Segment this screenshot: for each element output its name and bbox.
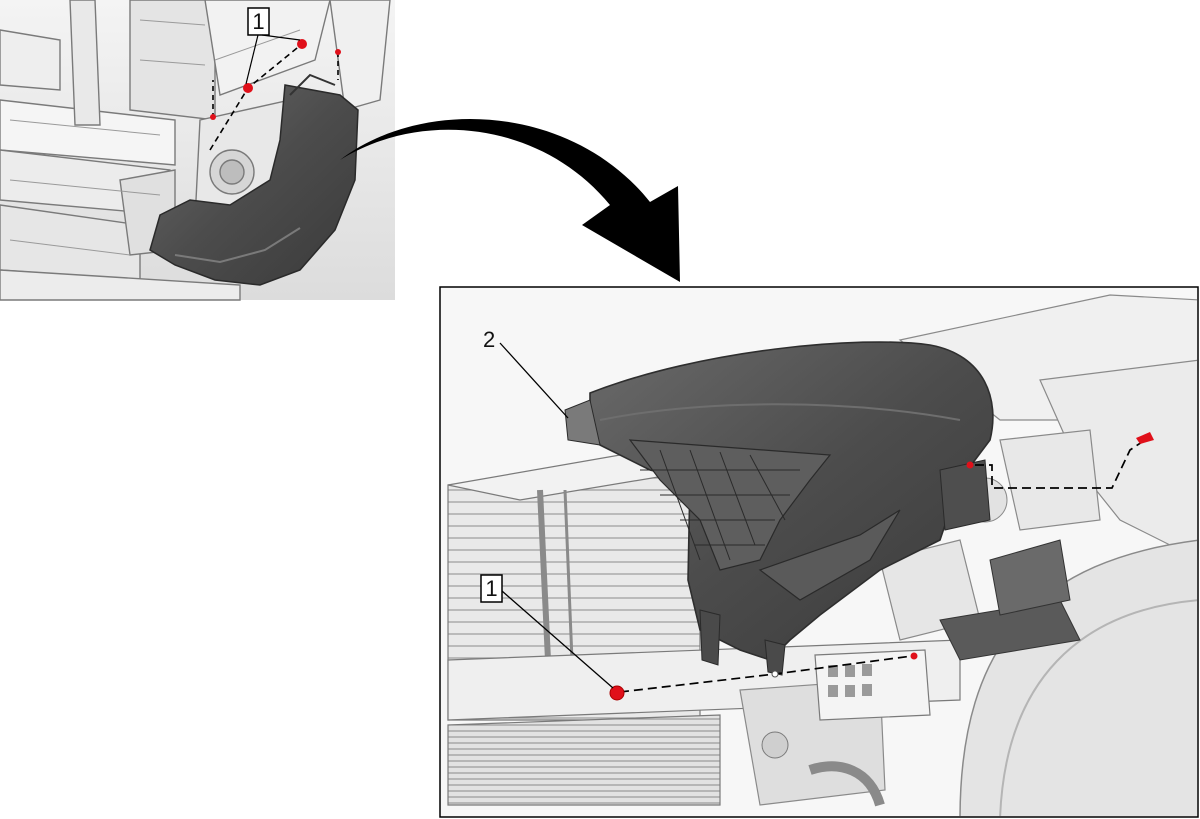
- mounting-bracket: [814, 649, 931, 721]
- callout-fastener-overview: 1: [245, 7, 301, 85]
- curved-arrow-icon: [340, 119, 680, 282]
- vehicle-front-structure: [0, 0, 391, 301]
- bolt-icon: [297, 39, 307, 49]
- bolt-icon: [210, 114, 216, 120]
- bolt-icon: [1136, 432, 1154, 444]
- overview-detail-lines: [9, 19, 301, 256]
- bolt-icon: [910, 652, 918, 660]
- detail-view: 2 1: [439, 286, 1199, 818]
- radiator-core: [447, 714, 721, 806]
- overview-view: 1: [0, 0, 395, 301]
- bolt-icon: [966, 461, 974, 469]
- headlamp-assembly: [564, 341, 994, 676]
- callout-number: 1: [485, 576, 497, 601]
- bolt-icon: [609, 685, 625, 701]
- headlamp-housing-lattice: [628, 439, 832, 571]
- callout-number: 1: [252, 9, 264, 34]
- callout-fastener-detail: 1: [480, 574, 614, 689]
- fastener-locations-detail: [609, 432, 1154, 701]
- callout-number: 2: [483, 327, 495, 352]
- bolt-icon: [243, 83, 253, 93]
- bolt-icon: [335, 49, 341, 55]
- callout-headlamp: 2: [483, 327, 569, 419]
- headlamp-assembly-overview: [149, 84, 359, 286]
- fastener-locations-overview: [209, 39, 341, 151]
